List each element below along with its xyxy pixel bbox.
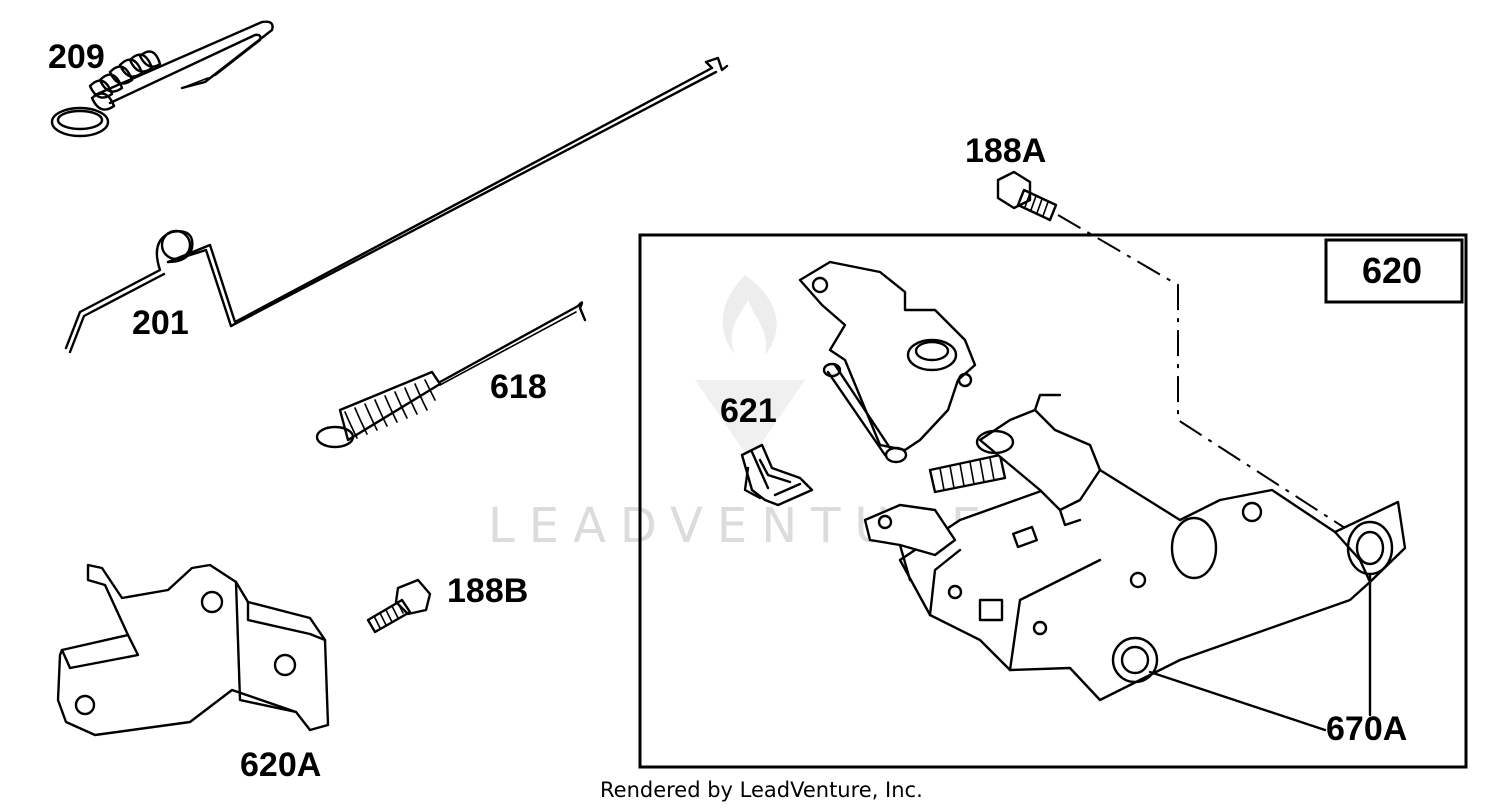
governor-control-assembly bbox=[798, 260, 1407, 702]
part-620A-bracket bbox=[56, 563, 330, 737]
callout-618: 618 bbox=[490, 368, 547, 406]
part-201-rod bbox=[64, 56, 729, 354]
part-618-spring bbox=[315, 301, 587, 449]
callout-670A: 670A bbox=[1326, 710, 1407, 748]
callout-621: 621 bbox=[720, 392, 777, 430]
callout-188B: 188B bbox=[447, 572, 528, 610]
callout-209: 209 bbox=[48, 38, 105, 76]
part-188B-bolt bbox=[366, 578, 432, 634]
part-209-spring bbox=[50, 20, 274, 138]
callout-201: 201 bbox=[132, 304, 189, 342]
leadventure-logo-watermark bbox=[695, 275, 805, 460]
footer-credit: Rendered by LeadVenture, Inc. bbox=[600, 778, 923, 802]
alignment-line bbox=[1057, 214, 1349, 531]
spring-coils bbox=[344, 379, 436, 439]
callout-188A: 188A bbox=[965, 132, 1046, 170]
assembly-620-box bbox=[638, 233, 1468, 769]
part-621-clip bbox=[740, 443, 814, 507]
callout-620A: 620A bbox=[240, 746, 321, 784]
part-188A-bolt bbox=[996, 170, 1058, 222]
leader-lines-670A bbox=[1148, 572, 1372, 732]
callout-620: 620 bbox=[1362, 250, 1422, 291]
